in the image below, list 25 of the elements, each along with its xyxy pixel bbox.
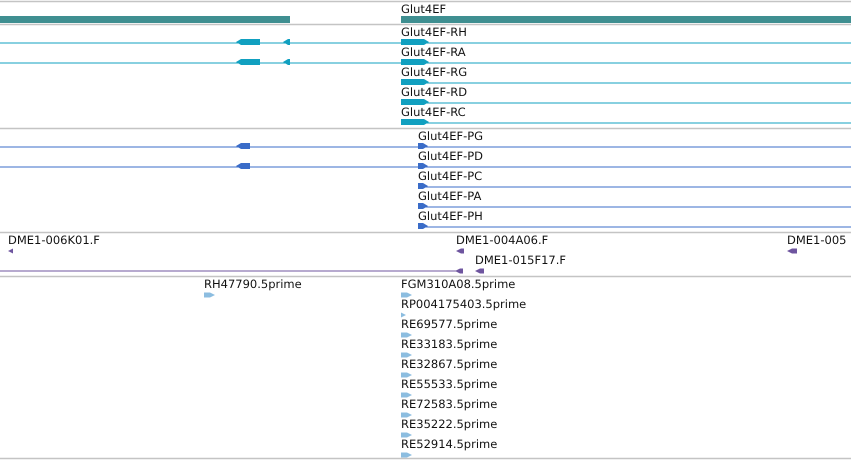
feature-label: RE33183.5prime xyxy=(401,337,498,351)
feature-label: Glut4EF-RG xyxy=(401,65,468,79)
feature-label: Glut4EF-RA xyxy=(401,45,466,59)
feature-label: Glut4EF-RC xyxy=(401,105,466,119)
feature-label: DME1-015F17.F xyxy=(475,253,566,267)
feature-label: RH47790.5prime xyxy=(204,277,302,291)
feature-label: Glut4EF-PC xyxy=(418,169,482,183)
feature-label: RP004175403.5prime xyxy=(401,297,526,311)
feature-label: Glut4EF-PA xyxy=(418,189,482,203)
feature-label: RE35222.5prime xyxy=(401,417,498,431)
feature-label: FGM310A08.5prime xyxy=(401,277,516,291)
feature-label: Glut4EF xyxy=(401,2,446,16)
feature-label: RE72583.5prime xyxy=(401,397,498,411)
feature-label: DME1-005 xyxy=(787,233,846,247)
feature-label: DME1-004A06.F xyxy=(456,233,548,247)
feature-label: RE69577.5prime xyxy=(401,317,498,331)
feature-label: Glut4EF-RD xyxy=(401,85,468,99)
feature-label: RE55533.5prime xyxy=(401,377,498,391)
feature-label: RE52914.5prime xyxy=(401,437,498,451)
feature-label: Glut4EF-RH xyxy=(401,25,467,39)
feature-label: Glut4EF-PG xyxy=(418,129,484,143)
feature-label: Glut4EF-PD xyxy=(418,149,484,163)
feature-label: DME1-006K01.F xyxy=(8,233,100,247)
feature-label: RE32867.5prime xyxy=(401,357,498,371)
feature-label: Glut4EF-PH xyxy=(418,209,483,223)
